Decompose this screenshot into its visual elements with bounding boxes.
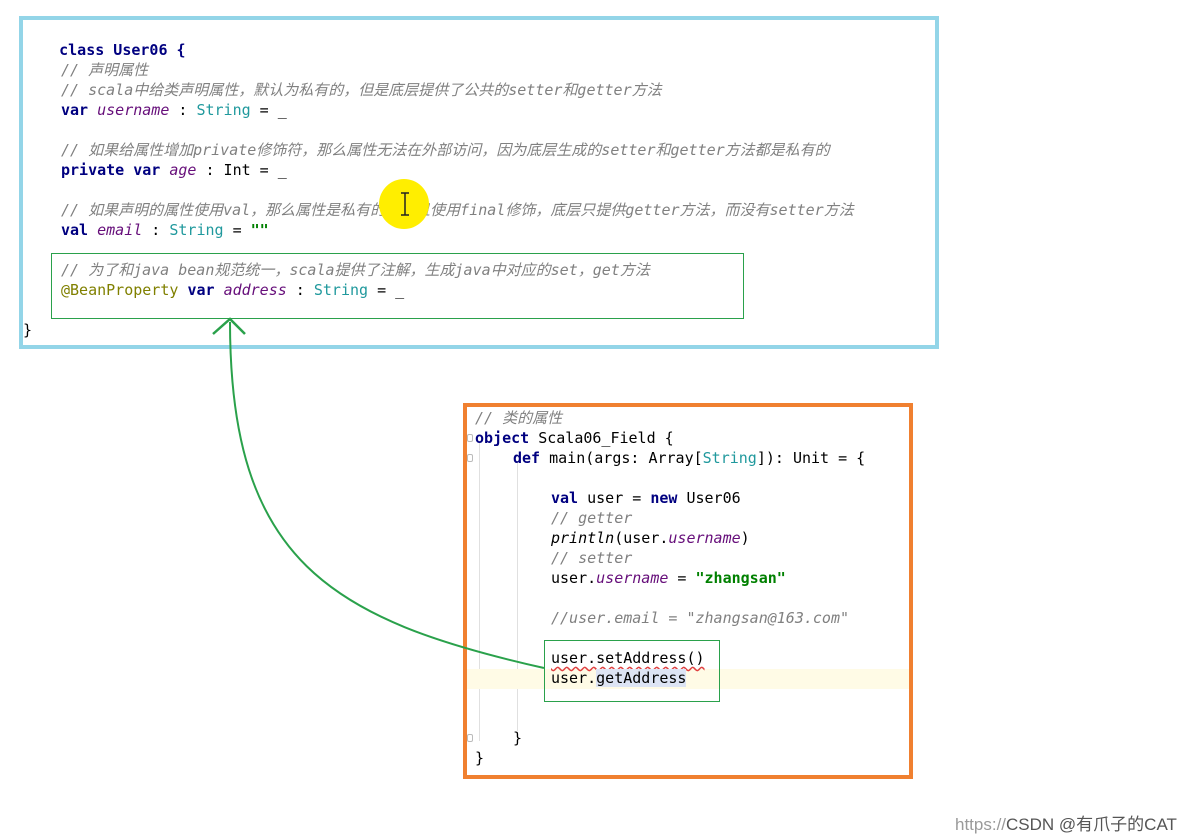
code-line-assign-username: user.username = "zhangsan"	[551, 569, 786, 587]
indent-guide	[479, 441, 480, 741]
main-method-declaration: def main(args: Array[String]): Unit = {	[513, 449, 866, 467]
indent-guide	[517, 461, 518, 731]
comment-private-modifier: // 如果给属性增加private修饰符，那么属性无法在外部访问，因为底层生成的…	[61, 141, 830, 159]
address-methods-highlight-box	[544, 640, 720, 702]
comment-setter: // setter	[551, 549, 633, 567]
fold-icon[interactable]	[467, 734, 473, 742]
comment-class-fields: // 类的属性	[475, 409, 563, 427]
current-line-highlight	[467, 669, 909, 689]
fold-icon[interactable]	[467, 454, 473, 462]
object-closing-brace: }	[475, 749, 485, 767]
main-closing-brace: }	[513, 729, 523, 747]
text-cursor-icon	[401, 192, 409, 216]
comment-val-final: // 如果声明的属性使用val，那么属性是私有的，并且使用final修饰，底层只…	[61, 201, 854, 219]
code-line-println: println(user.username)	[551, 529, 750, 547]
comment-declare-fields: // 声明属性	[61, 61, 149, 79]
comment-bean-property: // 为了和java bean规范统一，scala提供了注解，生成java中对应…	[61, 261, 650, 279]
arrow-path	[229, 321, 545, 669]
watermark: https://CSDN @有爪子的CAT	[955, 815, 1177, 834]
object-code-panel: // 类的属性 object Scala06_Field { def main(…	[463, 403, 913, 779]
bean-property-highlight-box	[51, 253, 744, 319]
class-declaration: class User06 {	[59, 41, 186, 59]
code-line-set-address: user.setAddress()	[551, 649, 705, 667]
code-line-1: class User06 {	[23, 20, 186, 80]
mouse-cursor-highlight	[379, 179, 429, 229]
arrow-head-icon	[212, 317, 246, 335]
comment-email-assign: //user.email = "zhangsan@163.com"	[551, 609, 850, 627]
class-closing-brace: }	[23, 321, 33, 339]
class-code-panel: class User06 { // 声明属性 // scala中给类声明属性，默…	[19, 16, 939, 349]
code-line-address: @BeanProperty var address : String = _	[61, 281, 405, 299]
code-line-new-user: val user = new User06	[551, 489, 741, 507]
fold-icon[interactable]	[467, 434, 473, 442]
code-line-username: var username : String = _	[61, 101, 287, 119]
code-line-email: val email : String = ""	[61, 221, 269, 239]
code-line-get-address: user.getAddress	[551, 669, 687, 687]
code-line-age: private var age : Int = _	[61, 161, 287, 179]
object-declaration: object Scala06_Field {	[475, 429, 674, 447]
comment-scala-fields: // scala中给类声明属性，默认为私有的，但是底层提供了公共的setter和…	[61, 81, 662, 99]
comment-getter: // getter	[551, 509, 633, 527]
